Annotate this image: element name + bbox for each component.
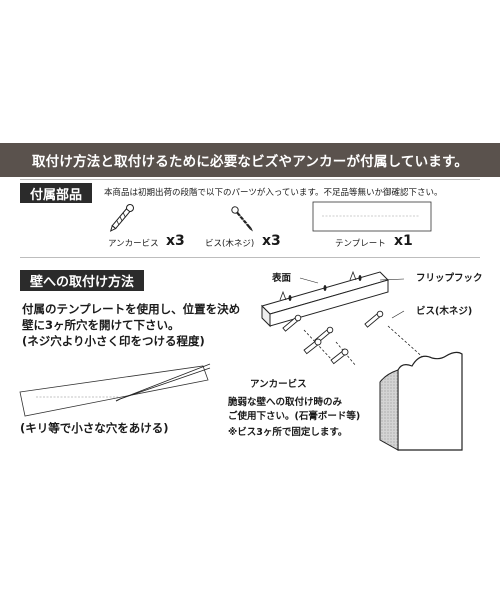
template-icon [312,201,432,232]
step1-line3: (ネジ穴より小さく印をつける程度) [22,334,205,348]
part-name-wood-screw: ビス(木ネジ) [205,239,255,249]
step1-line2: 壁に3ヶ所穴を開けて下さい。 [22,318,180,332]
divider-middle [20,257,480,258]
part-qty-anchor: x3 [166,233,185,249]
drill-note: (キリ等で小さな穴をあける) [20,421,169,435]
divider-top [20,179,480,180]
label-anchor: アンカービス [250,379,307,390]
banner-text: 取付け方法と取付けるために必要なビズやアンカーが付属しています。 [31,154,469,170]
parts-note: 本商品は初期出荷の段階で以下のパーツが入っています。不足品等無いか御確認下さい。 [104,188,443,198]
wall-panel-icon [379,351,463,451]
install-title-text: 壁への取付け方法 [29,275,134,290]
anchor-insert-icon [303,338,349,365]
screw-insert-icon [282,310,384,344]
template-strip-icon [19,363,211,417]
weak-wall-line2: ご使用下さい。(石膏ボード等) [228,411,361,422]
weak-wall-line1: 脆弱な壁への取付け時のみ [228,397,343,408]
label-front: 表面 [272,273,292,284]
part-name-anchor: アンカービス [108,239,159,249]
parts-section-title: 付属部品 [20,183,92,203]
label-screw: ビス(木ネジ) [416,306,473,317]
flip-hook-board-icon [261,270,405,328]
step1-line1: 付属のテンプレートを使用し、位置を決め [22,302,241,316]
part-qty-template: x1 [394,233,413,249]
dashed-guide-lines [303,325,427,367]
install-section-title: 壁への取付け方法 [20,270,144,291]
fix-note: ※ビス3ヶ所で固定します。 [228,427,348,438]
header-banner: 取付け方法と取付けるために必要なビズやアンカーが付属しています。 [0,143,500,177]
wood-screw-icon [231,206,253,232]
part-name-template: テンプレート [335,239,386,249]
part-qty-wood-screw: x3 [262,233,281,249]
parts-title-text: 付属部品 [29,187,82,203]
anchor-screw-icon [109,204,134,232]
label-flip-hook: フリップフック [416,273,483,284]
